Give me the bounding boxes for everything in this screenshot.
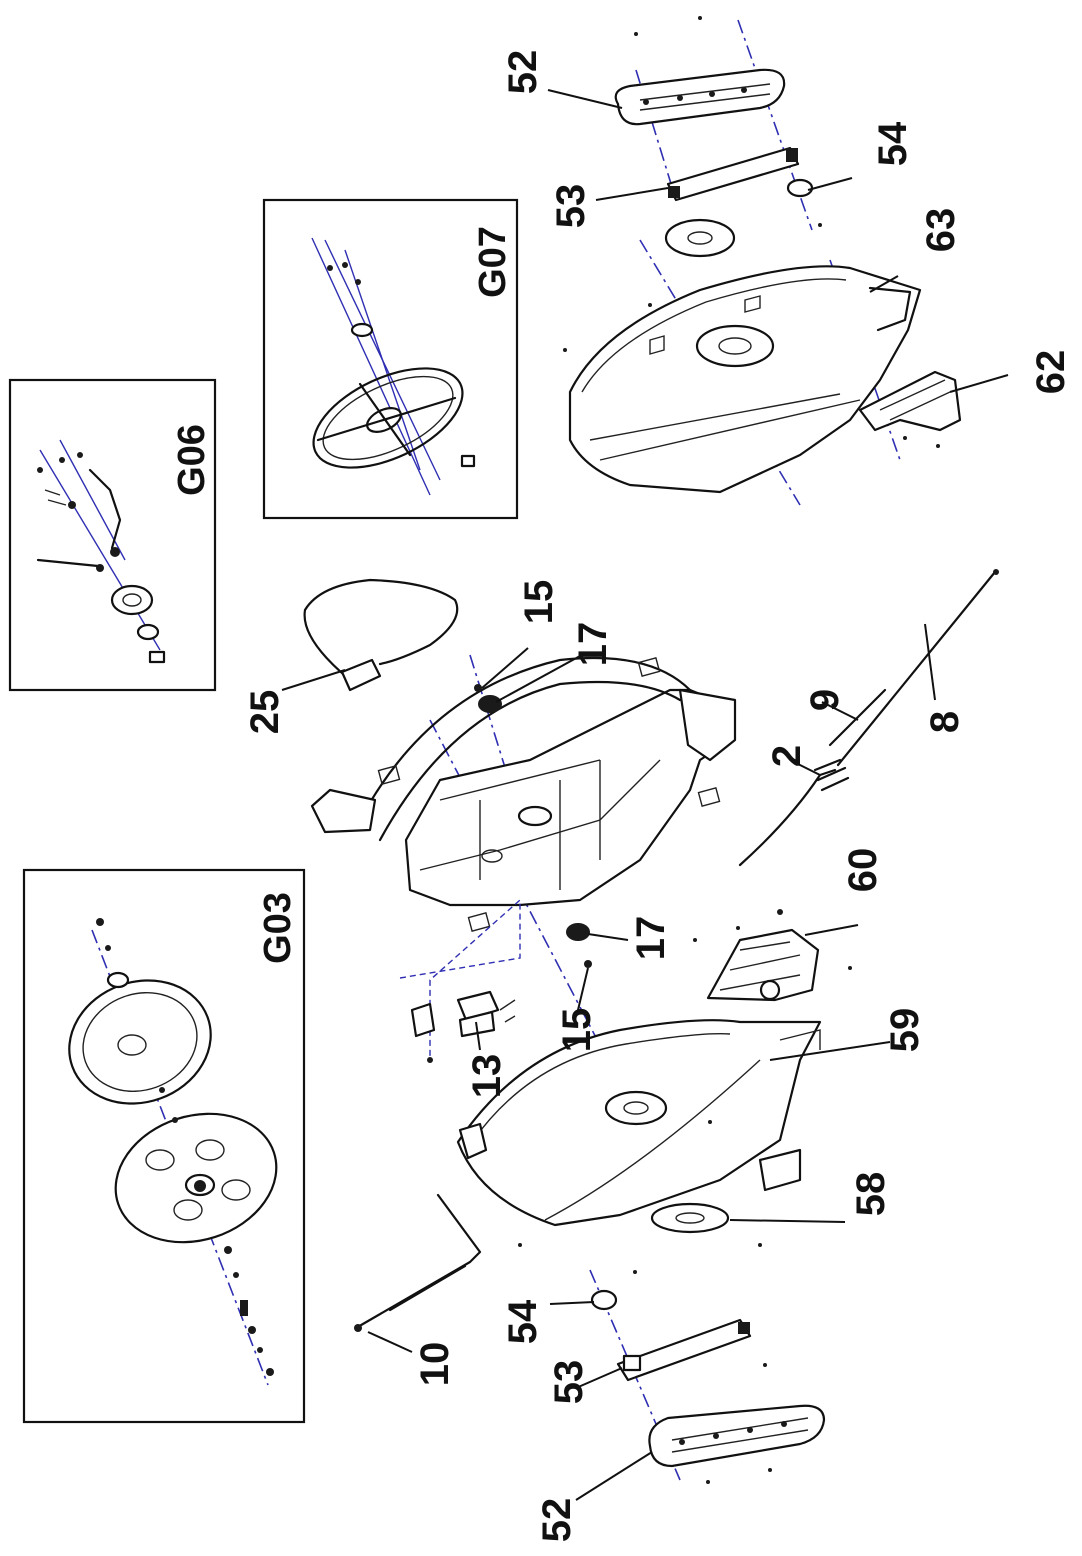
label-8: 8: [923, 711, 967, 733]
label-15-bottom: 15: [555, 1008, 599, 1053]
group-g03-frame: [22, 868, 306, 1424]
pedal-arm-53-bottom: [616, 1318, 752, 1382]
belt-25: [303, 578, 459, 692]
bracket-62: [858, 370, 962, 432]
pedal-assembly-top: [614, 16, 822, 258]
group-g03-label: G03: [257, 892, 299, 964]
group-g06-frame: [8, 378, 217, 692]
label-2: 2: [765, 745, 809, 767]
g07-handwheel: [311, 237, 476, 496]
label-17-bottom: 17: [629, 916, 673, 961]
label-52-bottom: 52: [535, 1498, 579, 1543]
cable-2: [738, 768, 837, 867]
bracket-13: [399, 898, 521, 1063]
group-g06: G06: [8, 378, 217, 692]
right-cover-63: [563, 239, 962, 506]
group-g03: G03: [22, 868, 306, 1424]
label-53-bottom: 53: [547, 1360, 591, 1405]
part-54-bottom: [590, 1289, 618, 1311]
label-25: 25: [243, 690, 287, 735]
part-17-top: [478, 695, 502, 713]
frame-body: [404, 688, 732, 907]
cable-set: [738, 569, 999, 867]
main-frame: [310, 654, 737, 1161]
cable-8: [836, 570, 997, 767]
label-58: 58: [849, 1172, 893, 1217]
label-54-bottom: 54: [501, 1299, 545, 1344]
pedal-52-bottom: [648, 1404, 826, 1468]
crank-disc: [664, 218, 736, 258]
g03-flywheel: [68, 918, 278, 1386]
cover-63-hub: [695, 324, 775, 368]
motor-60: [693, 909, 852, 1002]
label-10: 10: [413, 1342, 457, 1387]
group-g07-label: G07: [472, 226, 514, 298]
pedal-assembly-bottom: [589, 1269, 826, 1484]
left-cover-59: [456, 1019, 822, 1274]
label-53-top: 53: [549, 184, 593, 229]
part-15-bottom: [584, 960, 592, 968]
label-17-top: 17: [571, 622, 615, 667]
label-59: 59: [883, 1008, 927, 1053]
part-17-bottom: [566, 923, 590, 941]
label-15-top: 15: [517, 580, 561, 625]
label-63: 63: [919, 208, 963, 253]
frame-post: [310, 788, 377, 834]
group-g06-label: G06: [171, 424, 213, 496]
part-15-top: [474, 684, 482, 692]
disc-58: [650, 1202, 730, 1234]
pedal-arm-53-top: [666, 146, 800, 202]
part-labels: 52 54 53 63 62 15 17 25 9 2 8 60 17 15 1…: [243, 50, 1073, 1543]
lever-10: [354, 1193, 482, 1332]
label-52-top: 52: [501, 50, 545, 95]
label-54-top: 54: [871, 121, 915, 166]
cover-63-shell: [568, 265, 922, 494]
part-54-top: [786, 178, 814, 198]
label-62: 62: [1029, 350, 1073, 395]
cover-59-hub: [604, 1090, 668, 1126]
group-g07-frame: [262, 198, 519, 520]
g06-assembly: [36, 439, 166, 664]
cable-9: [828, 688, 887, 747]
label-13: 13: [465, 1054, 509, 1099]
group-g07: G07: [262, 198, 519, 520]
pedal-52-top: [614, 68, 786, 126]
label-60: 60: [841, 848, 885, 893]
leader-lines: [281, 89, 1009, 1501]
label-9: 9: [803, 689, 847, 711]
